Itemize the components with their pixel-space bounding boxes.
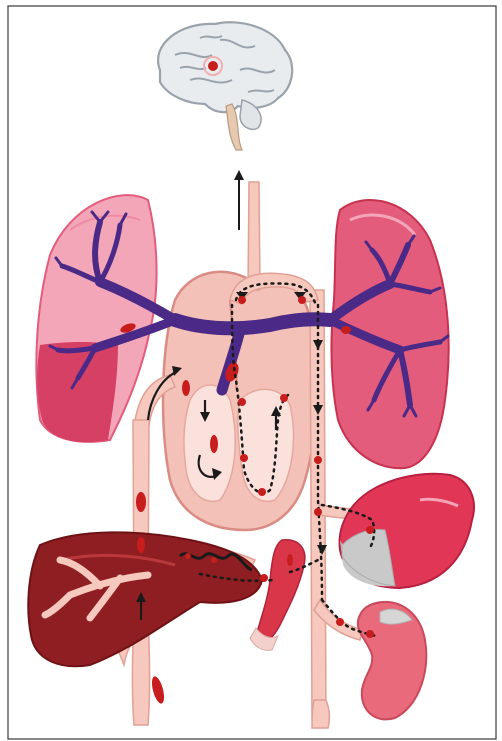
right-leg-vessel <box>312 700 329 728</box>
brain-stem <box>226 104 242 150</box>
brain-hemisphere <box>158 22 292 112</box>
brain <box>158 22 292 150</box>
kidney <box>358 602 426 719</box>
heart-chamber-right <box>238 389 294 501</box>
brain-red-dot <box>208 61 218 71</box>
right-lung <box>331 200 448 468</box>
arrow-to-brain <box>234 170 244 230</box>
left-lung-lower-lobe <box>37 342 118 442</box>
spleen-grey-part <box>342 530 395 586</box>
spleen <box>339 474 473 588</box>
heart-chamber-left <box>184 385 235 501</box>
pancreas-vessel-cluster <box>250 540 305 651</box>
